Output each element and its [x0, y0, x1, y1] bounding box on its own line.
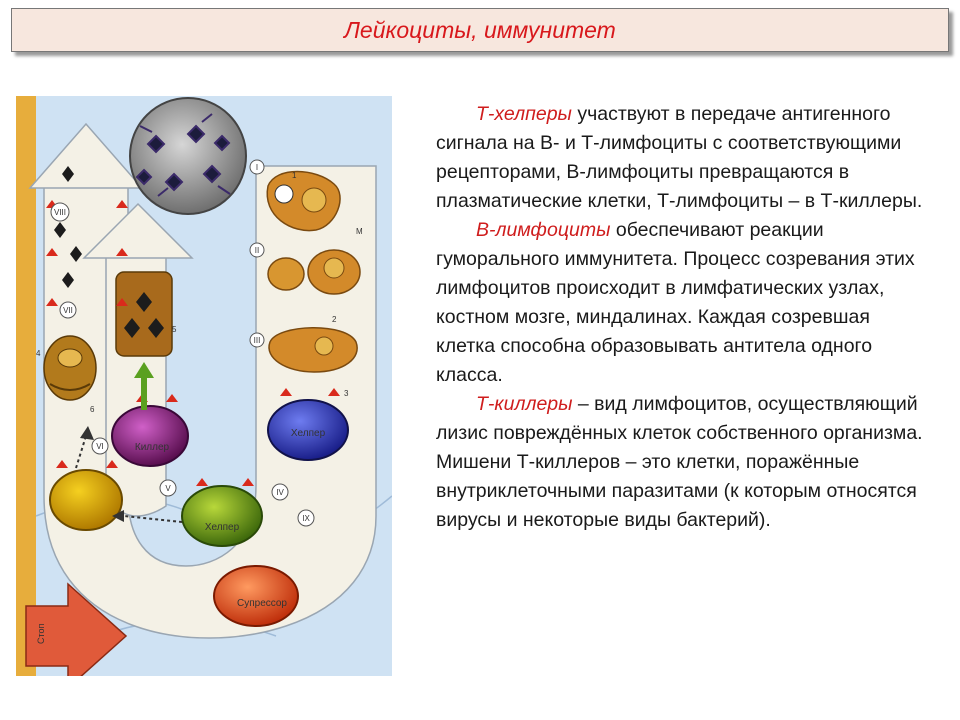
slide-title: Лейкоциты, иммунитет [344, 17, 616, 43]
term-t-helpers: Т-хелперы [476, 103, 572, 125]
stage-label-iii: III [254, 336, 261, 345]
figure-number-3: 3 [344, 389, 349, 398]
macrophage-2 [267, 249, 361, 295]
term-b-lymphocytes: В-лимфоциты [476, 219, 611, 241]
figure-number-1: 1 [292, 171, 297, 180]
stage-label-i: I [256, 163, 258, 172]
helper-cell-2 [181, 485, 263, 547]
infected-cell [129, 97, 247, 215]
paragraph-t-killers-body: – вид лимфоцитов, осуществляющий лизис п… [436, 393, 923, 531]
activation-arrow-head [134, 362, 154, 378]
plasma-cell [43, 335, 97, 401]
figure-number-6: 6 [90, 405, 95, 414]
stage-label-iv: IV [276, 488, 284, 497]
up-arrow-left [28, 122, 144, 189]
virus-particles [135, 113, 231, 197]
text-block: Т-хелперы участвуют в передаче антигенно… [436, 100, 928, 535]
figure-number-4: 4 [36, 349, 41, 358]
figure-number-2: 2 [332, 315, 337, 324]
suppressor-cell [213, 565, 299, 627]
stage-labels: I II III IV V VI VII VIII IX [50, 159, 315, 527]
dotted-arrow-head [80, 426, 94, 440]
figure-label-m: М [356, 227, 363, 236]
exit-arrow [25, 582, 128, 676]
dotted-arrow [123, 515, 183, 523]
paragraph-t-helpers-body: участвуют в передаче антигенного сигнала… [436, 103, 923, 212]
killer-cell-label: Киллер [135, 442, 170, 453]
paragraph-b-lymphocytes-body: обеспечивают реакции гуморального иммуни… [436, 219, 915, 386]
figure-numbers: 1 2 3 4 5 6 М [36, 171, 363, 414]
macrophage-1 [266, 170, 341, 232]
dotted-arrow-head [112, 510, 124, 522]
stage-label-ii: II [255, 246, 259, 255]
term-t-killers: Т-киллеры [476, 393, 573, 415]
antigen-markers [54, 166, 82, 288]
exit-arrow-label: Стоп [36, 623, 46, 644]
up-arrow-inner [82, 202, 194, 259]
paragraph-t-killers: Т-киллеры – вид лимфоцитов, осуществляющ… [436, 390, 928, 535]
suppressor-cell-label: Супрессор [237, 598, 287, 609]
stage-label-v: V [165, 484, 171, 493]
killer-cell [111, 405, 189, 467]
figure-left-strip [16, 96, 36, 676]
stage-label-ix: IX [302, 514, 310, 523]
activation-arrow-shaft [141, 376, 147, 410]
figure-number-5: 5 [172, 325, 177, 334]
lysed-cell [115, 271, 173, 357]
stage-label-viii: VIII [54, 208, 66, 217]
b-lymphocyte [49, 469, 123, 531]
helper-cell-2-label: Хелпер [205, 522, 240, 533]
title-bar: Лейкоциты, иммунитет [11, 8, 949, 52]
immune-cycle-illustration: Хелпер Киллер Хелпер Супрессор Стоп I II… [16, 96, 392, 676]
helper-cell-1-label: Хелпер [291, 428, 326, 439]
stage-label-vi: VI [96, 442, 104, 451]
paragraph-b-lymphocytes: В-лимфоциты обеспечивают реакции гуморал… [436, 216, 928, 390]
macrophage-3 [268, 327, 358, 373]
helper-cell-1 [267, 399, 349, 461]
paragraph-t-helpers: Т-хелперы участвуют в передаче антигенно… [436, 100, 928, 216]
stage-label-vii: VII [63, 306, 73, 315]
